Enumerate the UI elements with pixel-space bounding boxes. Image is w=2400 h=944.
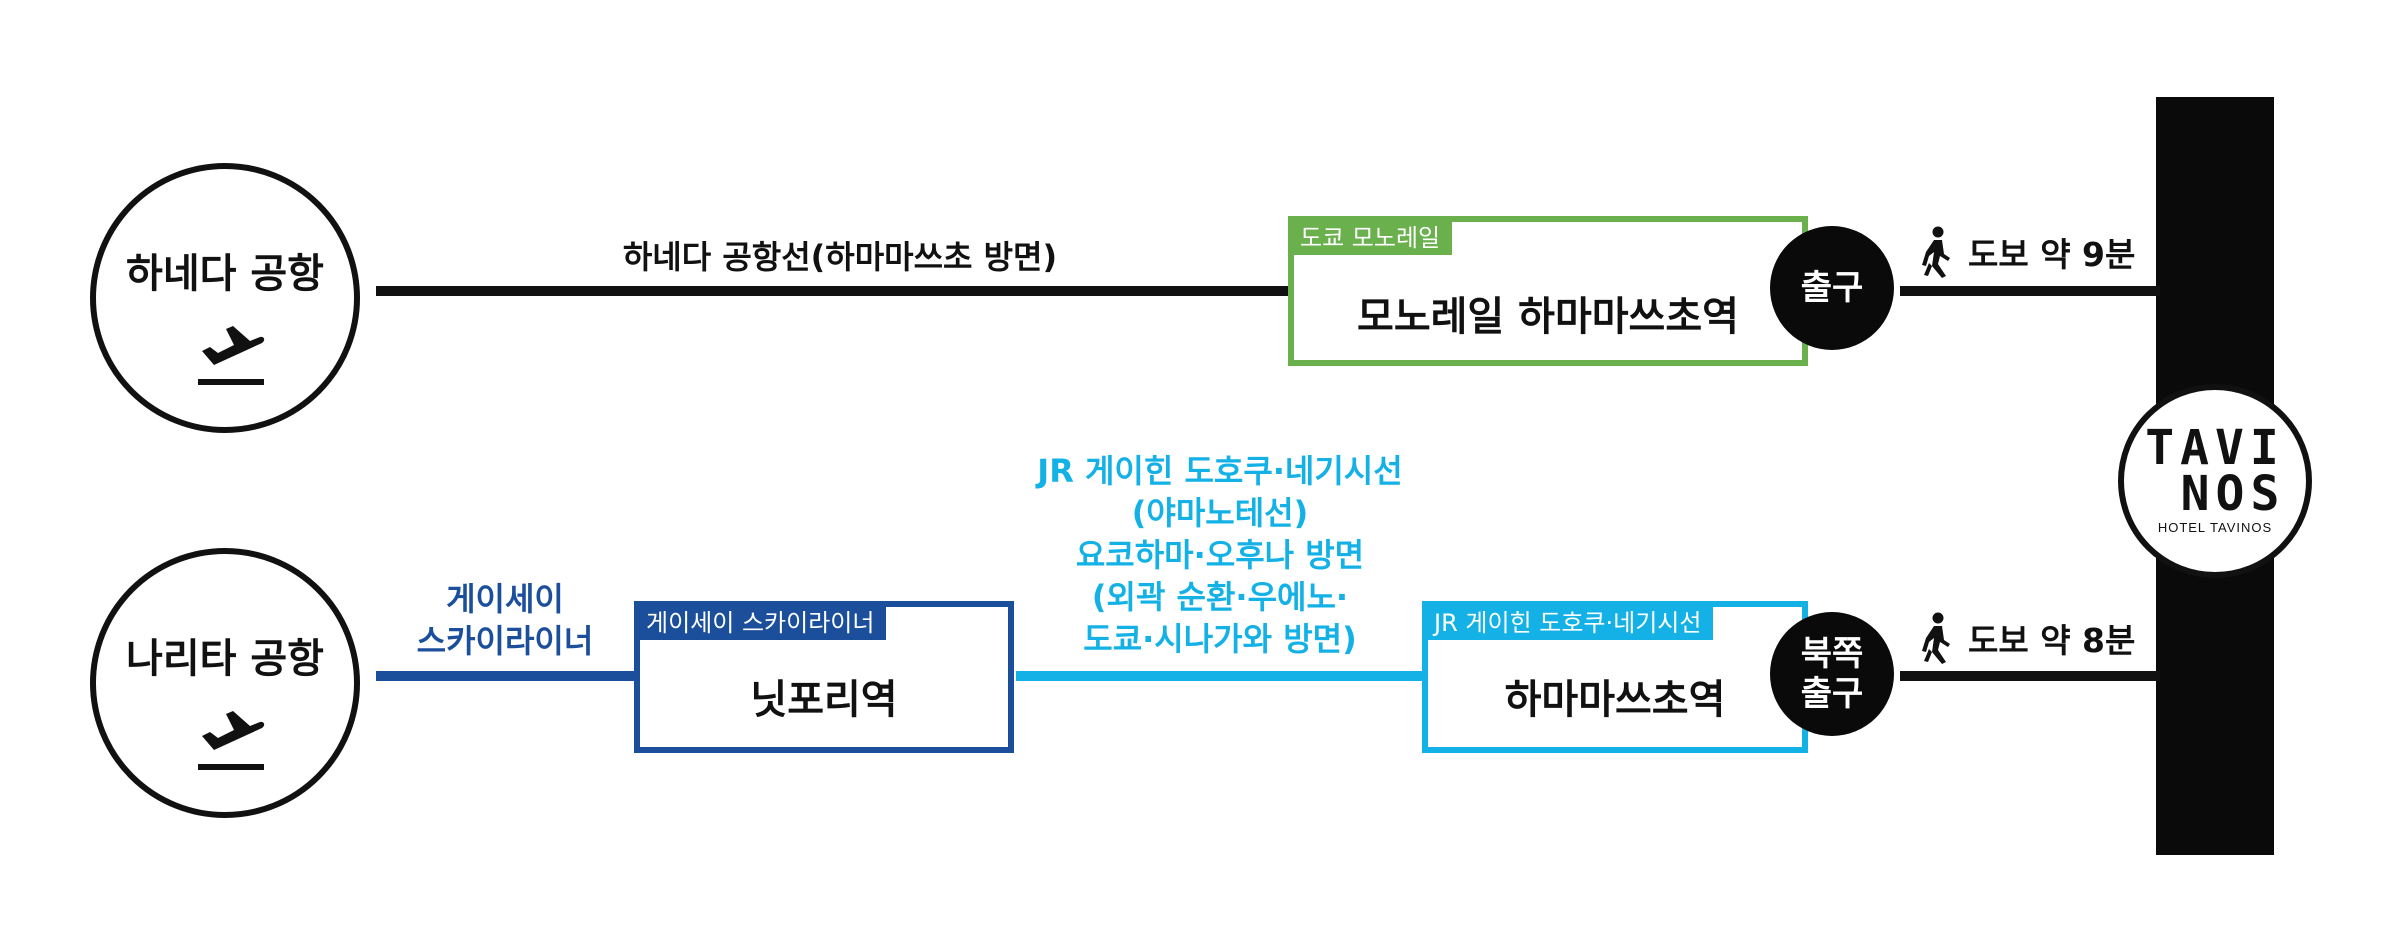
walking-person-icon [1922, 612, 1950, 664]
station-name: 닛포리역 [750, 677, 898, 723]
station-name: 모노레일 하마마쓰초역 [1357, 294, 1739, 340]
jr-hamamatsucho-station: JR 게이힌 도호쿠·네기시선 하마마쓰초역 [1422, 601, 1808, 753]
jr-line-label-4: (외곽 순환·우에노· [1091, 578, 1349, 616]
jr-line-label-3: 요코하마·오후나 방면 [1075, 536, 1365, 574]
airplane-departure-icon [198, 711, 265, 770]
exit-bottom: 북쪽 출구 [1770, 612, 1894, 736]
jr-line-label: JR 게이힌 도호쿠·네기시선 (야마노테선) 요코하마·오후나 방면 (외곽 … [960, 450, 1480, 660]
station-tag: JR 게이힌 도호쿠·네기시선 [1422, 601, 1714, 640]
exit-top: 출구 [1770, 226, 1894, 350]
walk-time-bottom: 도보 약 8분 [1918, 612, 2135, 664]
haneda-airport: 하네다 공항 [90, 163, 360, 433]
monorail-hamamatsucho-station: 도쿄 모노레일 모노레일 하마마쓰초역 [1288, 216, 1808, 366]
haneda-line-label: 하네다 공항선(하마마쓰초 방면) [622, 238, 1058, 276]
keisei-line-label-1: 게이세이 [446, 580, 564, 618]
logo-subtitle: HOTEL TAVINOS [2157, 520, 2273, 535]
walking-person-icon [1922, 226, 1950, 278]
walk-time-text: 도보 약 8분 [1968, 621, 2136, 660]
logo-line-1: TAVI [2145, 420, 2285, 476]
narita-airport-name: 나리타 공항 [126, 636, 324, 682]
station-tag: 게이세이 스카이라이너 [634, 601, 887, 640]
exit-label: 출구 [1800, 268, 1864, 308]
exit-label-2: 출구 [1800, 674, 1864, 714]
keisei-line-label-2: 스카이라이너 [416, 622, 594, 660]
haneda-route-line [376, 286, 1288, 296]
jr-route-line [1016, 671, 1426, 681]
top-walk-line [1900, 286, 2160, 296]
walk-time-text: 도보 약 9분 [1968, 235, 2136, 274]
keisei-route-line [376, 671, 638, 681]
narita-airport: 나리타 공항 [90, 548, 360, 818]
keisei-line-label: 게이세이 스카이라이너 [380, 578, 630, 662]
station-name: 하마마쓰초역 [1504, 677, 1726, 723]
jr-line-label-5: 도쿄·시나가와 방면) [1083, 620, 1357, 658]
bottom-walk-line [1900, 671, 2160, 681]
exit-label-1: 북쪽 [1800, 634, 1864, 674]
station-tag: 도쿄 모노레일 [1288, 216, 1453, 255]
nippori-station: 게이세이 스카이라이너 닛포리역 [634, 601, 1014, 753]
airplane-departure-icon [198, 326, 265, 385]
haneda-airport-name: 하네다 공항 [126, 251, 324, 297]
logo-line-2: NOS [2180, 466, 2286, 522]
hotel-tavinos-logo: TAVI NOS HOTEL TAVINOS [2118, 384, 2312, 578]
jr-line-label-2: (야마노테선) [1131, 494, 1309, 532]
jr-line-label-1: JR 게이힌 도호쿠·네기시선 [1037, 452, 1403, 490]
walk-time-top: 도보 약 9분 [1918, 226, 2135, 278]
